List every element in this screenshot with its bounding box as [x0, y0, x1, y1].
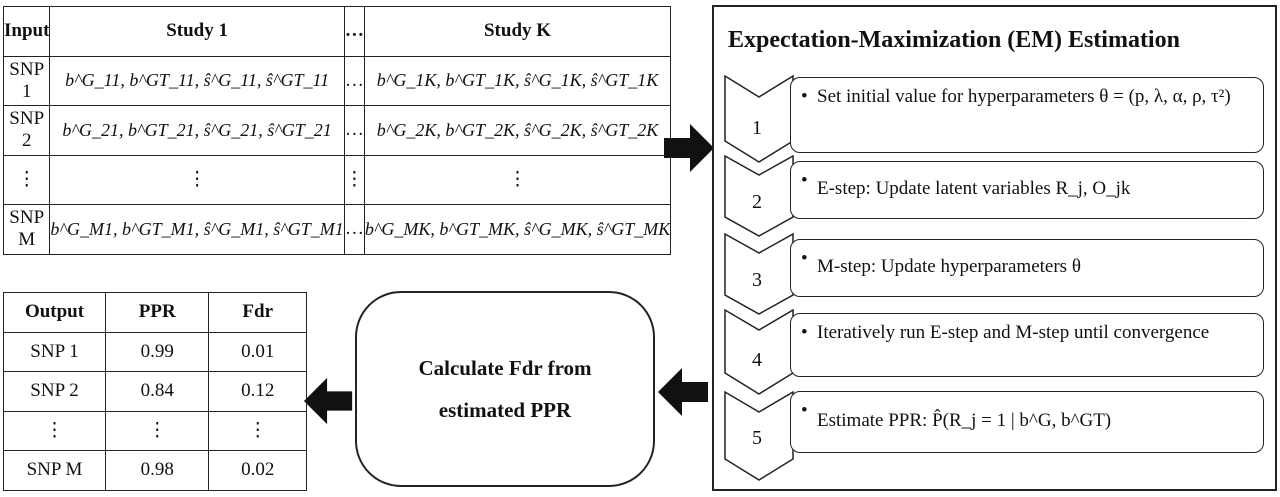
snp-label: SNP 2 [2, 105, 51, 156]
estimate-cell: b^G_11, b^GT_11, ŝ^G_11, ŝ^GT_11 [49, 55, 345, 106]
step-number: 1 [752, 117, 762, 139]
step-number: 2 [752, 191, 762, 213]
ellipsis-cell: … [343, 204, 365, 255]
estimate-cell: b^G_21, b^GT_21, ŝ^G_21, ŝ^GT_21 [49, 105, 345, 156]
vdots-cell: ⋮ [2, 154, 51, 205]
table-row: ⋮ ⋮ ⋮ ⋮ [2, 154, 672, 205]
table-row: SNP 2 b^G_21, b^GT_21, ŝ^G_21, ŝ^GT_21 …… [2, 105, 672, 156]
step-box: M-step: Update hyperparameters θ [790, 239, 1264, 297]
header-cell: Fdr [208, 292, 307, 333]
em-estimation-panel: Expectation-Maximization (EM) Estimation… [712, 5, 1277, 491]
fdr-value: 0.01 [208, 331, 307, 372]
header-cell: PPR [105, 292, 210, 333]
step-box: Estimate PPR: P̂(R_j = 1 | b^G, b^GT) [790, 391, 1264, 453]
step-text: Iteratively run E-step and M-step until … [817, 322, 1210, 343]
vdots-cell: ⋮ [105, 410, 210, 451]
output-table: Output PPR Fdr SNP 1 0.99 0.01 SNP 2 0.8… [2, 292, 307, 491]
table-row: SNP 1 0.99 0.01 [2, 331, 307, 372]
table-header-row: Output PPR Fdr [2, 292, 307, 333]
step-number: 3 [752, 269, 762, 291]
table-row: SNP M 0.98 0.02 [2, 450, 307, 491]
ppr-value: 0.84 [105, 371, 210, 412]
left-arrow-icon [658, 368, 708, 416]
fdr-value: 0.02 [208, 450, 307, 491]
step-number: 4 [752, 349, 762, 371]
snp-label: SNP M [2, 450, 107, 491]
header-cell: … [343, 6, 365, 57]
estimate-cell: b^G_1K, b^GT_1K, ŝ^G_1K, ŝ^GT_1K [363, 55, 672, 106]
em-title: Expectation-Maximization (EM) Estimation [728, 27, 1180, 53]
ellipsis-cell: … [343, 105, 365, 156]
step-box: Iteratively run E-step and M-step until … [790, 313, 1264, 377]
table-header-row: Input Study 1 … Study K [2, 6, 672, 57]
table-row: SNP 1 b^G_11, b^GT_11, ŝ^G_11, ŝ^GT_11 …… [2, 55, 672, 106]
table-row: SNP 2 0.84 0.12 [2, 371, 307, 412]
step-text: E-step: Update latent variables R_j, O_j… [817, 178, 1131, 199]
header-cell: Input [2, 6, 51, 57]
vdots-cell: ⋮ [343, 154, 365, 205]
snp-label: SNP 1 [2, 55, 51, 106]
snp-label: SNP M [2, 204, 51, 255]
step-number: 5 [752, 427, 762, 449]
left-arrow-icon [303, 377, 353, 425]
snp-label: SNP 1 [2, 331, 107, 372]
ellipsis-cell: … [343, 55, 365, 106]
calc-box-line: estimated PPR [438, 398, 572, 422]
step-text: Estimate PPR: P̂(R_j = 1 | b^G, b^GT) [817, 410, 1112, 431]
header-cell: Output [2, 292, 107, 333]
step-text: M-step: Update hyperparameters θ [817, 256, 1081, 277]
ppr-value: 0.98 [105, 450, 210, 491]
step-chevron-icon [724, 391, 794, 481]
vdots-cell: ⋮ [49, 154, 345, 205]
calculate-fdr-box: Calculate Fdr from estimated PPR [355, 291, 655, 487]
table-row: SNP M b^G_M1, b^GT_M1, ŝ^G_M1, ŝ^GT_M1 …… [2, 204, 672, 255]
ppr-value: 0.99 [105, 331, 210, 372]
table-row: ⋮ ⋮ ⋮ [2, 410, 307, 451]
snp-label: SNP 2 [2, 371, 107, 412]
vdots-cell: ⋮ [2, 410, 107, 451]
right-arrow-icon [664, 124, 714, 172]
estimate-cell: b^G_MK, b^GT_MK, ŝ^G_MK, ŝ^GT_MK [363, 204, 672, 255]
estimate-cell: b^G_M1, b^GT_M1, ŝ^G_M1, ŝ^GT_M1 [49, 204, 345, 255]
step-text: Set initial value for hyperparameters θ … [817, 86, 1231, 107]
calc-box-line: Calculate Fdr from [418, 356, 592, 380]
step-box: E-step: Update latent variables R_j, O_j… [790, 161, 1264, 219]
vdots-cell: ⋮ [208, 410, 307, 451]
fdr-value: 0.12 [208, 371, 307, 412]
step-box: Set initial value for hyperparameters θ … [790, 77, 1264, 153]
estimate-cell: b^G_2K, b^GT_2K, ŝ^G_2K, ŝ^GT_2K [363, 105, 672, 156]
header-cell: Study K [363, 6, 672, 57]
header-cell: Study 1 [49, 6, 345, 57]
input-table: Input Study 1 … Study K SNP 1 b^G_11, b^… [2, 6, 672, 255]
vdots-cell: ⋮ [363, 154, 672, 205]
